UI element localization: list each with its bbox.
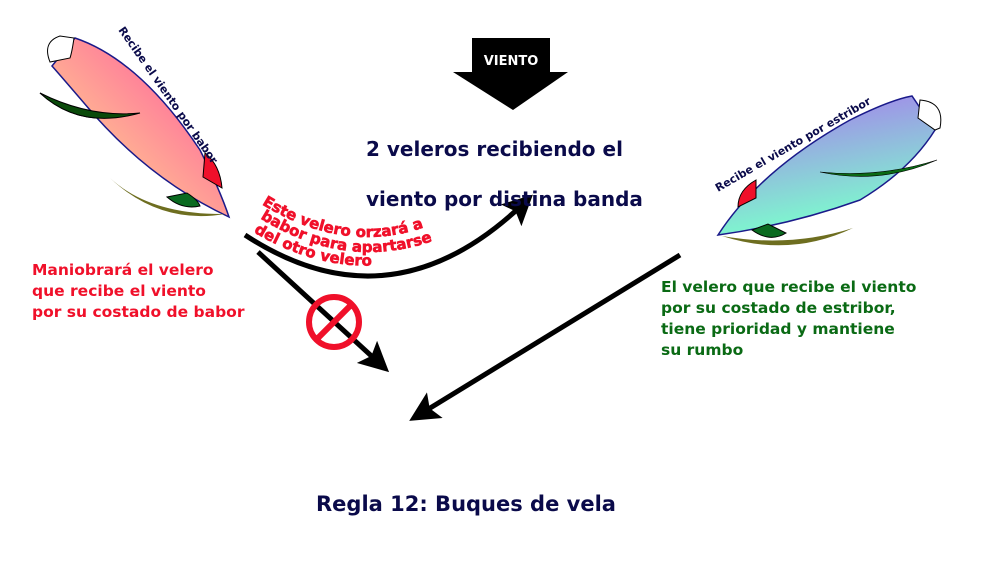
diagram-title: 2 veleros recibiendo el viento por disti… <box>366 112 643 237</box>
right-stern-cap <box>917 99 942 131</box>
title-line-2: viento por distina banda <box>366 187 643 211</box>
wind-label: VIENTO <box>484 54 539 69</box>
left-main-sail <box>39 92 141 119</box>
left-note: Maniobrará el velero que recibe el vient… <box>32 261 245 321</box>
prohibited-icon <box>306 294 362 350</box>
left-red-light <box>202 152 223 189</box>
luff-up-arrow <box>243 194 533 279</box>
right-green-light <box>750 223 788 238</box>
wind-arrow-icon: VIENTO <box>453 38 568 110</box>
left-hull <box>51 37 231 219</box>
left-stern-cap <box>47 35 75 63</box>
right-jib-sail <box>722 228 853 246</box>
right-main-sail <box>819 159 938 177</box>
right-boat-course-arrow <box>409 252 682 421</box>
left-jib-sail <box>110 178 225 217</box>
left-sailboat: Recibe el viento por babor <box>39 24 231 219</box>
right-red-light <box>737 179 757 208</box>
left-green-light <box>165 192 201 208</box>
right-note: El velero que recibe el viento por su co… <box>661 278 917 359</box>
title-line-1: 2 veleros recibiendo el <box>366 137 623 161</box>
footer-title: Regla 12: Buques de vela <box>316 492 616 516</box>
right-sailboat: Recibe el viento por estribor <box>713 94 942 246</box>
forbidden-course-arrow <box>256 250 390 373</box>
